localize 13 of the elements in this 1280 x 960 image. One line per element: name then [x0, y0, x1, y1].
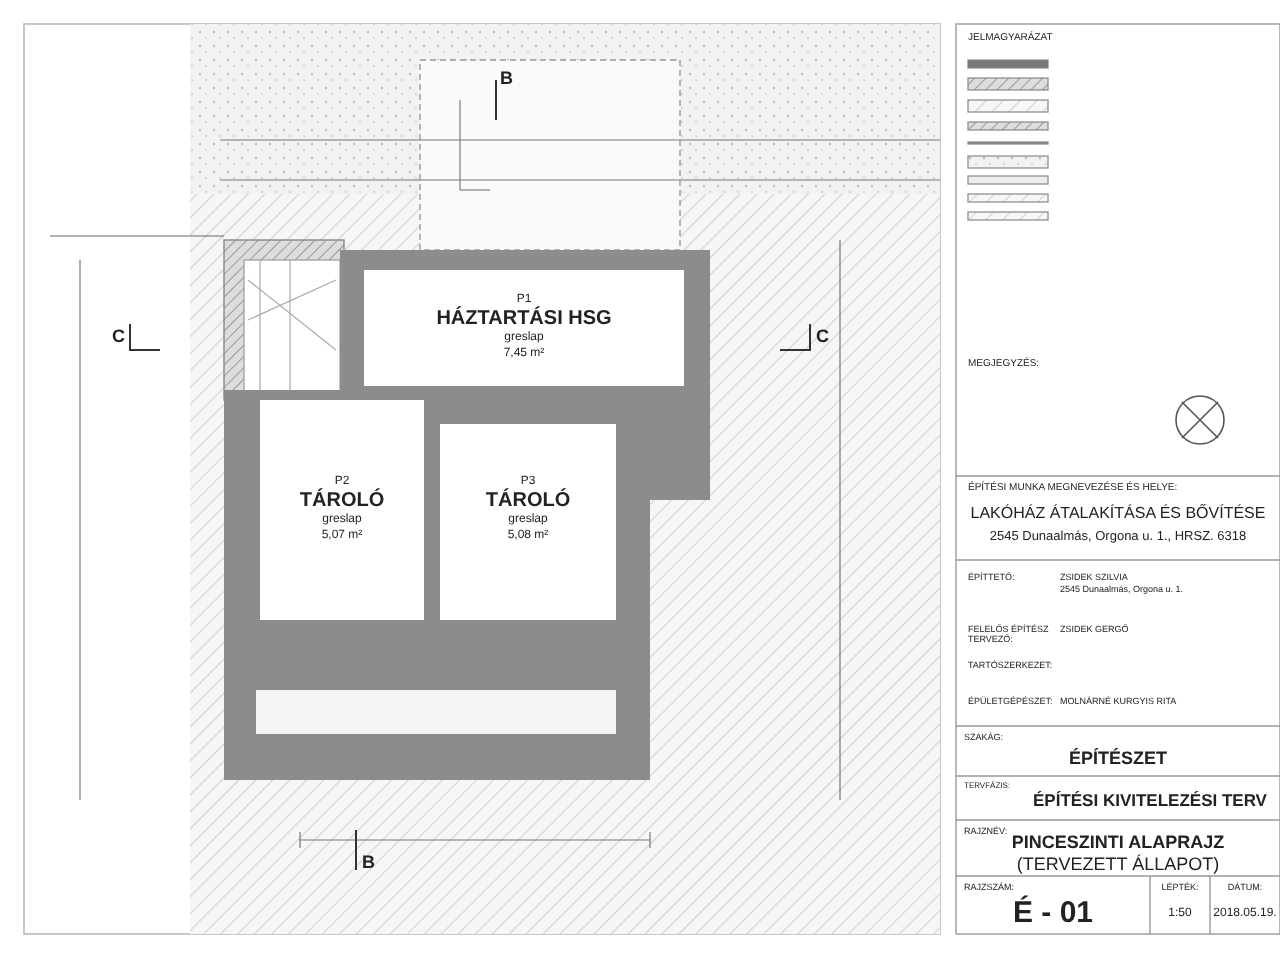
room-name: TÁROLÓ [299, 490, 385, 513]
section-marker: B [500, 68, 513, 89]
design-phase-value: ÉPÍTÉSI KIVITELEZÉSI TERV [1031, 792, 1269, 812]
section-marker: C [816, 326, 829, 347]
section-marker: B [362, 852, 375, 873]
drawing-number: É - 01 [1010, 896, 1096, 931]
drawing-name-value: (TERVEZETT ÁLLAPOT) [1014, 854, 1222, 875]
room-name: TÁROLÓ [485, 490, 571, 513]
project-title: LAKÓHÁZ ÁTALAKÍTÁSA ÉS BŐVÍTÉSE [968, 504, 1268, 523]
room-name: HÁZTARTÁSI HSG [436, 308, 612, 331]
discipline-value: ÉPÍTÉSZET [1066, 748, 1169, 769]
section-marker: C [112, 326, 125, 347]
drawing-name-value: PINCESZINTI ALAPRAJZ [1009, 832, 1227, 853]
